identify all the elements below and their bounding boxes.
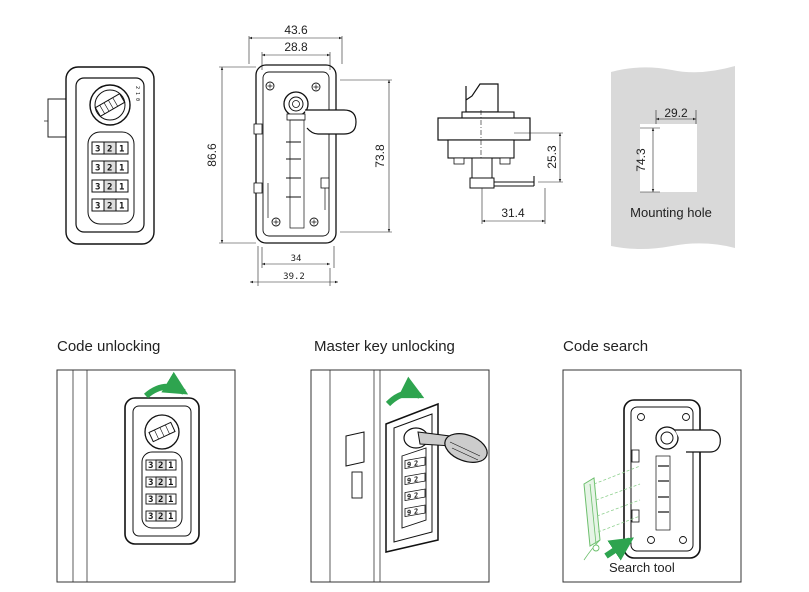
panel-master-digit: 9 bbox=[407, 508, 411, 518]
dim-bottom-inner: 34 bbox=[291, 254, 302, 264]
panel-title-master-key: Master key unlocking bbox=[314, 338, 455, 355]
front-dial-digit: 1 bbox=[119, 202, 124, 212]
rear-view-lock bbox=[253, 64, 357, 244]
svg-text:2 1 0: 2 1 0 bbox=[134, 86, 140, 101]
panel-master-digit: 2 bbox=[414, 490, 418, 500]
panel-code-digit: 3 bbox=[148, 461, 153, 471]
front-dial-digit: 3 bbox=[95, 202, 100, 212]
panel-master-digit: 2 bbox=[414, 474, 418, 484]
panel-code-digit: 1 bbox=[168, 495, 173, 505]
panel-code-digit: 1 bbox=[168, 478, 173, 488]
dim-bottom-overall: 39.2 bbox=[283, 272, 305, 282]
panel-master-digit: 2 bbox=[414, 506, 418, 516]
panel-code-search: Search tool bbox=[562, 369, 742, 583]
rotate-arrow-icon bbox=[144, 371, 189, 399]
panel-master-digit: 9 bbox=[407, 460, 411, 470]
dim-right-height: 73.8 bbox=[373, 144, 387, 168]
front-dial-digit: 1 bbox=[119, 183, 124, 193]
side-dimensions: 25.3 31.4 bbox=[481, 132, 563, 224]
panel-title-code-unlocking: Code unlocking bbox=[57, 338, 160, 355]
mounting-hole bbox=[640, 124, 697, 192]
front-dial-digit: 1 bbox=[119, 145, 124, 155]
panel-code-unlocking: 3 2 1 3 2 1 3 2 1 3 2 1 bbox=[56, 369, 236, 583]
panel-title-code-search: Code search bbox=[563, 338, 648, 355]
front-view-lock: 2 1 0 3 2 1 3 2 1 3 2 1 bbox=[44, 66, 155, 245]
panel-code-digit: 3 bbox=[148, 495, 153, 505]
panel-code-digit: 2 bbox=[158, 461, 163, 471]
mounting-plate: 29.2 74.3 Mounting hole bbox=[611, 66, 735, 249]
panel-code-digit: 3 bbox=[148, 478, 153, 488]
dim-side-depth: 31.4 bbox=[501, 206, 525, 220]
side-view-lock bbox=[437, 83, 535, 189]
front-dial-digit: 3 bbox=[95, 145, 100, 155]
insert-arrow-icon bbox=[604, 537, 634, 561]
dim-hole-height: 74.3 bbox=[634, 148, 648, 172]
key-rotate-arrow-icon bbox=[385, 376, 425, 407]
panel-master-digit: 9 bbox=[407, 492, 411, 502]
panel-code-digit: 2 bbox=[158, 512, 163, 522]
dim-inner-width: 28.8 bbox=[284, 40, 308, 54]
front-dial-digit: 1 bbox=[119, 164, 124, 174]
rear-dimensions: 43.6 28.8 86.6 73.8 34 39.2 bbox=[205, 23, 392, 286]
panel-master-digit: 2 bbox=[414, 458, 418, 468]
front-dial-digit: 3 bbox=[95, 164, 100, 174]
panel-code-digit: 3 bbox=[148, 512, 153, 522]
search-tool-label: Search tool bbox=[609, 560, 675, 575]
front-dial-digit: 2 bbox=[107, 202, 112, 212]
panel-master-digit: 9 bbox=[407, 476, 411, 486]
dim-side-height: 25.3 bbox=[545, 145, 559, 169]
panel-code-digit: 1 bbox=[168, 512, 173, 522]
dim-hole-width: 29.2 bbox=[664, 106, 688, 120]
front-dial-digit: 3 bbox=[95, 183, 100, 193]
panel-code-digit: 1 bbox=[168, 461, 173, 471]
front-dial-digit: 2 bbox=[107, 164, 112, 174]
mounting-hole-label: Mounting hole bbox=[630, 205, 712, 220]
panel-code-digit: 2 bbox=[158, 495, 163, 505]
search-tool-icon bbox=[583, 465, 641, 561]
panel-master-key: 9 2 9 2 9 2 9 2 bbox=[310, 369, 490, 583]
dim-overall-width: 43.6 bbox=[284, 23, 308, 37]
front-dial-digit: 2 bbox=[107, 145, 112, 155]
front-dial-digit: 2 bbox=[107, 183, 112, 193]
panel-code-digit: 2 bbox=[158, 478, 163, 488]
dim-left-height: 86.6 bbox=[205, 143, 219, 167]
front-dial-rows: 3 2 1 3 2 1 3 2 1 3 2 bbox=[91, 141, 129, 212]
